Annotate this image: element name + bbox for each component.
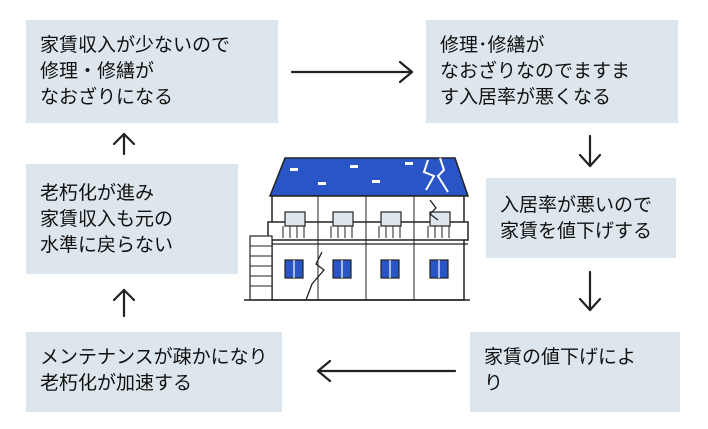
cycle-step-maintenance-neglected: メンテナンスが疎かになり 老朽化が加速する xyxy=(26,332,282,412)
arrow-up-icon xyxy=(112,288,136,318)
cycle-step-occupancy-worsens: 修理･修繕が なおざりなのでますま す入居率が悪くなる xyxy=(426,20,678,123)
arrow-down-icon xyxy=(578,134,602,168)
arrow-up-icon xyxy=(112,132,136,156)
arrow-left-icon xyxy=(316,359,457,383)
arrow-down-icon xyxy=(578,270,602,312)
cycle-step-income-not-recovered: 老朽化が進み 家賃収入も元の 水準に戻らない xyxy=(26,164,238,274)
cycle-step-low-rent-income: 家賃収入が少ないので 修理・修繕が なおざりになる xyxy=(26,20,278,123)
cycle-step-lower-rent: 入居率が悪いので 家賃を値下げする xyxy=(486,178,676,258)
deteriorating-apartment-building-icon xyxy=(244,157,470,301)
cycle-step-rent-reduction: 家賃の値下げによ り xyxy=(470,332,680,412)
arrow-right-icon xyxy=(290,60,414,84)
